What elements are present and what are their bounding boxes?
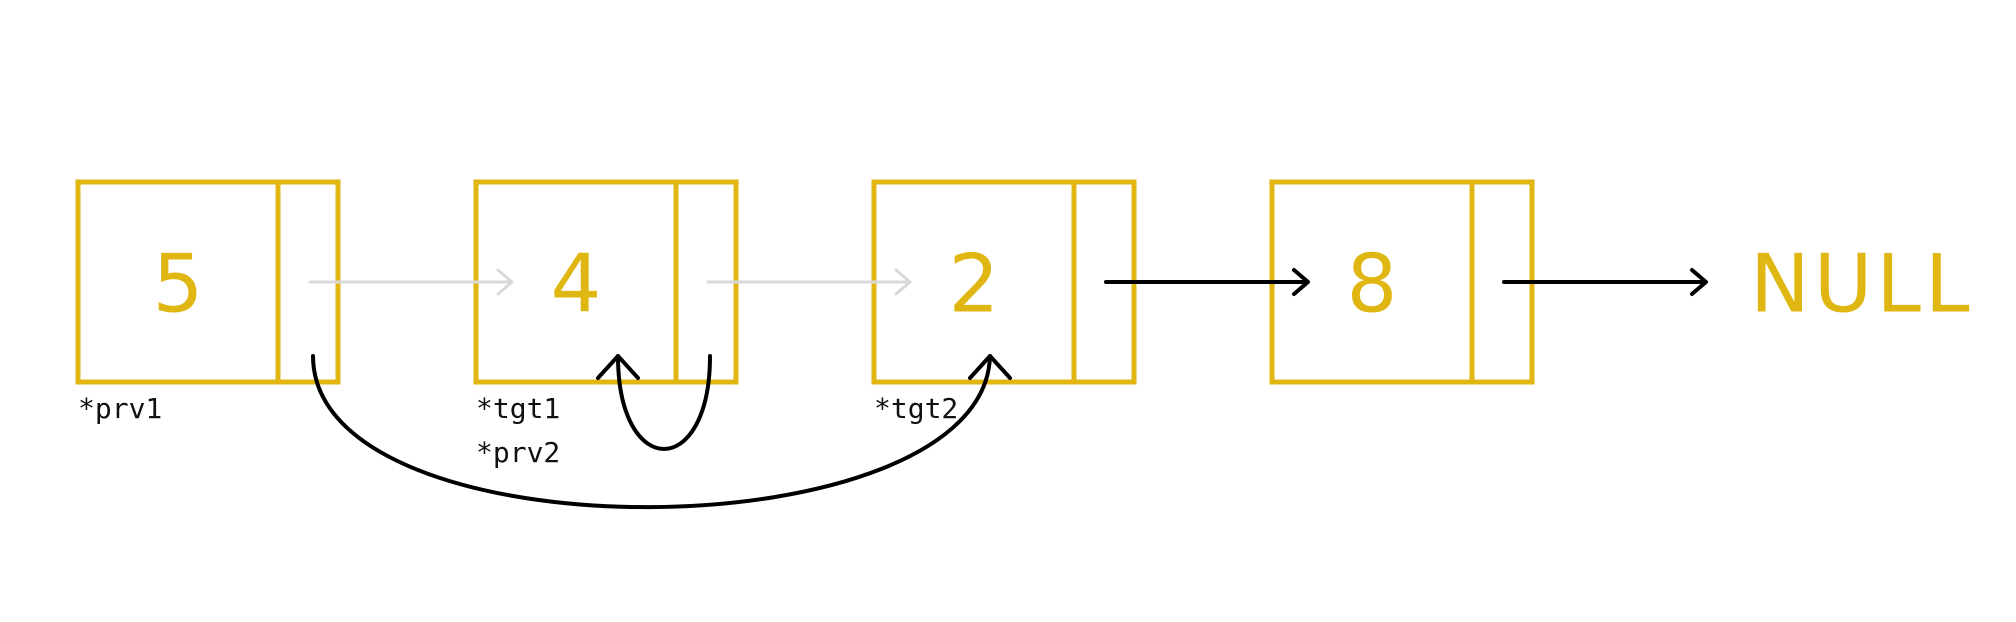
old-link-0-to-1 [308,268,514,296]
node-box [473,179,739,385]
node-box [75,179,341,385]
pointer-label-tgt1: *tgt1 [476,392,560,425]
rewired-link-0-to-2 [311,354,1012,510]
pointer-label-tgt2: *tgt2 [874,392,958,425]
node-box [871,179,1137,385]
node-value: 4 [551,238,602,331]
pointer-label-prv1: *prv1 [78,392,162,425]
node-value: 2 [949,238,1000,331]
rewired-link-loop-1 [596,354,712,451]
list-node-3: 8 [1269,179,1535,385]
list-node-1: 4 [473,179,739,385]
pointer-label-prv2: *prv2 [476,436,560,469]
link-3-to-null [1502,268,1708,296]
list-node-2: 2 [871,179,1137,385]
list-node-0: 5 [75,179,341,385]
link-2-to-3 [1104,268,1310,296]
node-value: 8 [1347,238,1398,331]
old-link-1-to-2 [706,268,912,296]
null-terminal: NULL [1750,238,1974,331]
node-value: 5 [153,238,204,331]
node-box [1269,179,1535,385]
